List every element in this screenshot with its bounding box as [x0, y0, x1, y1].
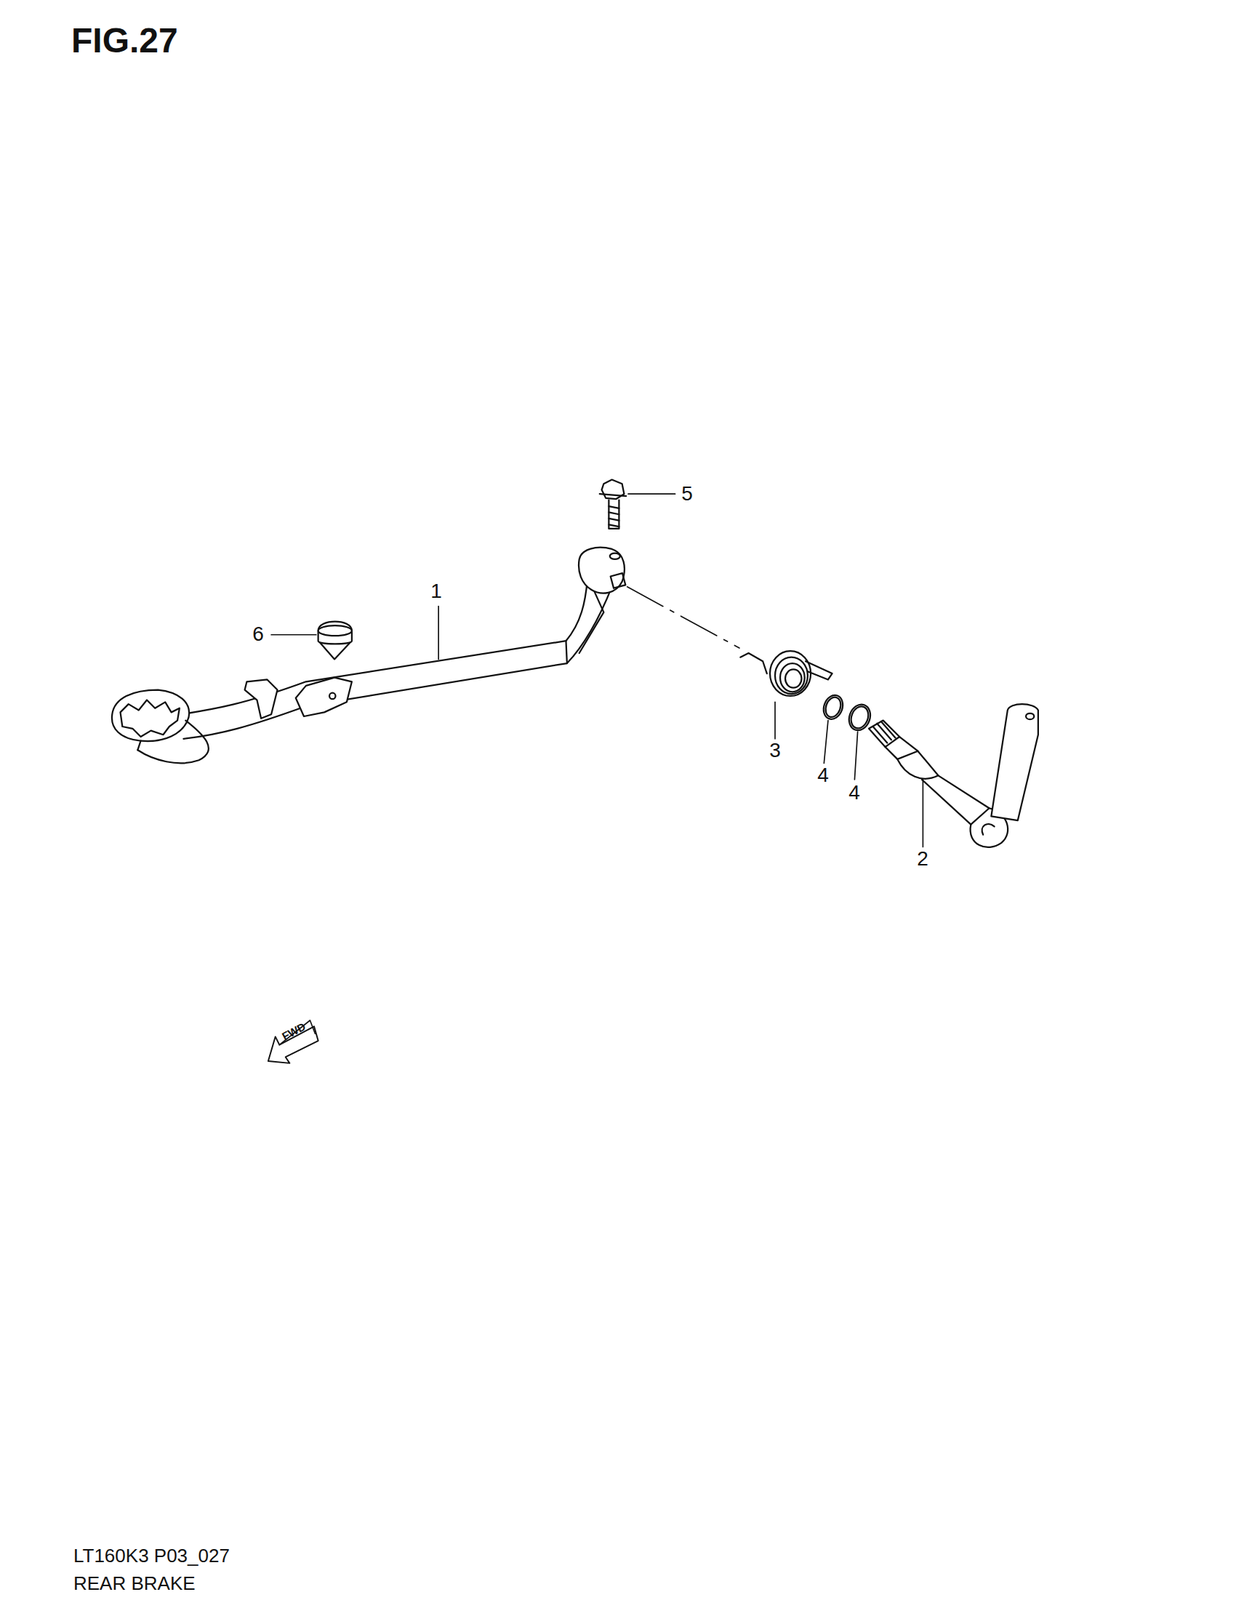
callout-number: 1 — [430, 580, 443, 602]
callout-number: 4 — [817, 764, 829, 786]
figure-caption: REAR BRAKE — [73, 1573, 196, 1593]
callout-number: 6 — [252, 623, 264, 645]
callout-number: 5 — [681, 483, 693, 504]
callout-number: 3 — [769, 740, 781, 761]
figure-code: LT160K3 P03_027 — [73, 1545, 230, 1565]
figure-title: FIG.27 — [71, 23, 179, 59]
callout-number: 2 — [916, 848, 929, 869]
callout-number: 4 — [848, 782, 861, 803]
